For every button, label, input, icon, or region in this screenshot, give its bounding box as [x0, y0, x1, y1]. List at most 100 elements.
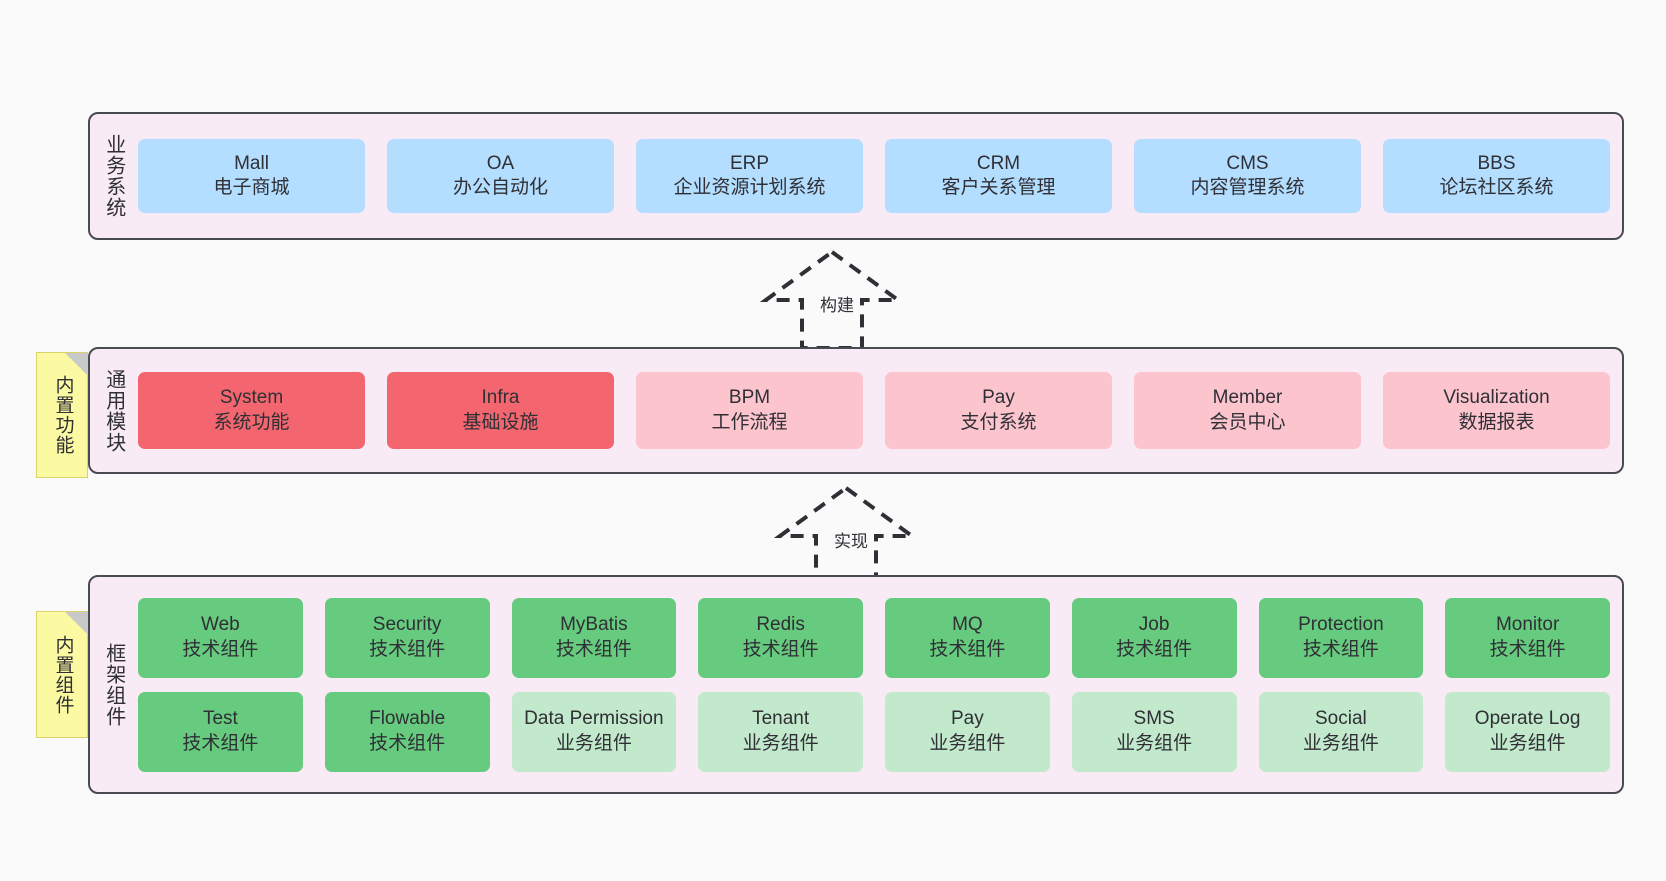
- node-system[interactable]: System 系统功能: [138, 372, 365, 449]
- node-subtitle: 基础设施: [462, 411, 539, 433]
- node-subtitle: 业务组件: [1302, 732, 1379, 754]
- node-subtitle: 技术组件: [369, 732, 446, 754]
- node-name: Member: [1212, 387, 1283, 409]
- node-name: Infra: [481, 387, 520, 409]
- node-name: Job: [1138, 614, 1170, 636]
- node-subtitle: 论坛社区系统: [1439, 177, 1554, 198]
- layer-row: System 系统功能 Infra 基础设施 BPM 工作流程 Pay 支付系统…: [138, 372, 1610, 449]
- node-subtitle: 业务组件: [929, 732, 1006, 754]
- node-name: CMS: [1226, 152, 1269, 174]
- node-name: Protection: [1298, 614, 1384, 636]
- node-erp[interactable]: ERP 企业资源计划系统: [636, 139, 863, 213]
- node-name: Web: [201, 614, 240, 636]
- node-subtitle: 业务组件: [555, 732, 632, 754]
- node-redis[interactable]: Redis 技术组件: [698, 597, 863, 678]
- node-security[interactable]: Security 技术组件: [324, 597, 490, 678]
- node-cms[interactable]: CMS 内容管理系统: [1134, 139, 1361, 213]
- node-name: Pay: [951, 708, 984, 730]
- node-name: Security: [372, 614, 442, 636]
- node-name: CRM: [976, 152, 1021, 174]
- node-bpm[interactable]: BPM 工作流程: [636, 372, 863, 449]
- node-name: MQ: [952, 614, 983, 636]
- node-subtitle: 技术组件: [742, 638, 819, 660]
- layer-title-business: 业务系统: [102, 134, 125, 218]
- node-name: MyBatis: [560, 614, 628, 636]
- node-subtitle: 工作流程: [711, 411, 788, 433]
- node-subtitle: 技术组件: [555, 638, 632, 660]
- arrow-implement-label: 实现: [834, 532, 868, 551]
- node-subtitle: 企业资源计划系统: [673, 177, 826, 198]
- node-name: Flowable: [369, 708, 446, 730]
- node-subtitle: 内容管理系统: [1190, 177, 1305, 198]
- node-monitor[interactable]: Monitor 技术组件: [1445, 597, 1610, 678]
- node-subtitle: 数据报表: [1458, 411, 1535, 433]
- node-subtitle: 业务组件: [1489, 732, 1566, 754]
- note-label: 内置功能: [52, 375, 74, 455]
- node-subtitle: 技术组件: [1116, 638, 1193, 660]
- node-web[interactable]: Web 技术组件: [138, 597, 303, 678]
- node-name: Tenant: [752, 708, 810, 730]
- node-crm[interactable]: CRM 客户关系管理: [885, 139, 1112, 213]
- node-visualization[interactable]: Visualization 数据报表: [1383, 372, 1610, 449]
- node-name: SMS: [1133, 708, 1175, 730]
- layer-body-framework: Web 技术组件 Security 技术组件 MyBatis 技术组件 Redi…: [136, 577, 1622, 792]
- node-pay-business[interactable]: Pay 业务组件: [885, 691, 1050, 772]
- layer-title-common: 通用模块: [102, 368, 125, 453]
- layer-row: Web 技术组件 Security 技术组件 MyBatis 技术组件 Redi…: [138, 597, 1610, 678]
- node-name: Data Permission: [524, 708, 664, 730]
- layer-body-business: Mall 电子商城 OA 办公自动化 ERP 企业资源计划系统 CRM 客户关系…: [136, 114, 1622, 238]
- node-name: Visualization: [1443, 387, 1550, 409]
- node-subtitle: 技术组件: [1302, 638, 1379, 660]
- layer-title-framework: 框架组件: [102, 642, 125, 727]
- node-mybatis[interactable]: MyBatis 技术组件: [511, 597, 677, 678]
- arrow-implement: 实现: [766, 484, 926, 586]
- node-name: Mall: [234, 152, 269, 174]
- node-subtitle: 技术组件: [182, 732, 259, 754]
- node-pay[interactable]: Pay 支付系统: [885, 372, 1112, 449]
- node-subtitle: 技术组件: [929, 638, 1006, 660]
- node-name: BBS: [1477, 152, 1516, 174]
- node-sms[interactable]: SMS 业务组件: [1071, 691, 1237, 772]
- layer-common-modules: 通用模块 System 系统功能 Infra 基础设施 BPM 工作流程 Pay…: [88, 347, 1624, 474]
- node-name: ERP: [729, 152, 770, 174]
- node-subtitle: 电子商城: [213, 177, 290, 198]
- node-subtitle: 系统功能: [213, 411, 290, 433]
- node-job[interactable]: Job 技术组件: [1071, 597, 1237, 678]
- note-builtin-features: 内置功能: [36, 352, 88, 478]
- node-operate-log[interactable]: Operate Log 业务组件: [1445, 691, 1610, 772]
- node-subtitle: 会员中心: [1209, 411, 1286, 433]
- node-data-permission[interactable]: Data Permission 业务组件: [511, 691, 677, 772]
- node-test[interactable]: Test 技术组件: [138, 691, 303, 772]
- node-name: System: [219, 387, 284, 409]
- node-tenant[interactable]: Tenant 业务组件: [698, 691, 863, 772]
- node-name: Test: [202, 708, 238, 730]
- node-oa[interactable]: OA 办公自动化: [387, 139, 614, 213]
- arrow-build-label: 构建: [820, 296, 854, 315]
- layer-body-common: System 系统功能 Infra 基础设施 BPM 工作流程 Pay 支付系统…: [136, 349, 1622, 472]
- node-subtitle: 业务组件: [1116, 732, 1193, 754]
- layer-row: Test 技术组件 Flowable 技术组件 Data Permission …: [138, 691, 1610, 772]
- note-builtin-components: 内置组件: [36, 611, 88, 738]
- layer-business-systems: 业务系统 Mall 电子商城 OA 办公自动化 ERP 企业资源计划系统 CRM…: [88, 112, 1624, 240]
- node-subtitle: 客户关系管理: [941, 177, 1056, 198]
- note-label: 内置组件: [52, 634, 74, 715]
- node-name: OA: [486, 152, 515, 174]
- layer-framework-components: 框架组件 Web 技术组件 Security 技术组件 MyBatis 技术组件…: [88, 575, 1624, 794]
- node-social[interactable]: Social 业务组件: [1258, 691, 1424, 772]
- arrow-build: 构建: [752, 248, 912, 350]
- node-subtitle: 业务组件: [742, 732, 819, 754]
- node-name: Social: [1315, 708, 1367, 730]
- node-flowable[interactable]: Flowable 技术组件: [324, 691, 490, 772]
- node-name: Operate Log: [1474, 708, 1581, 730]
- node-name: BPM: [728, 387, 771, 409]
- node-protection[interactable]: Protection 技术组件: [1258, 597, 1424, 678]
- node-infra[interactable]: Infra 基础设施: [387, 372, 614, 449]
- node-mall[interactable]: Mall 电子商城: [138, 139, 365, 213]
- node-name: Monitor: [1495, 614, 1560, 636]
- node-subtitle: 技术组件: [182, 638, 259, 660]
- node-bbs[interactable]: BBS 论坛社区系统: [1383, 139, 1610, 213]
- node-member[interactable]: Member 会员中心: [1134, 372, 1361, 449]
- node-mq[interactable]: MQ 技术组件: [885, 597, 1050, 678]
- layer-row: Mall 电子商城 OA 办公自动化 ERP 企业资源计划系统 CRM 客户关系…: [138, 139, 1610, 213]
- node-subtitle: 支付系统: [960, 411, 1037, 433]
